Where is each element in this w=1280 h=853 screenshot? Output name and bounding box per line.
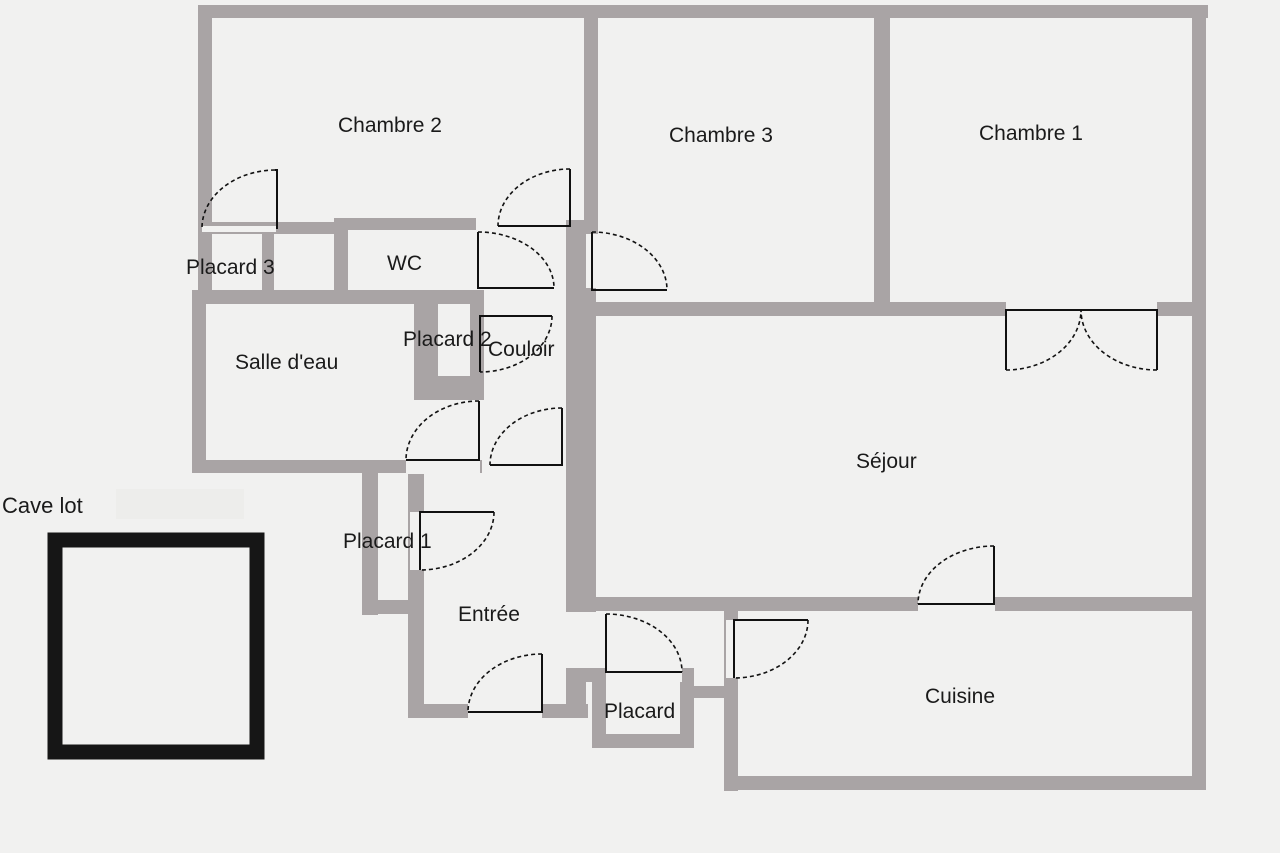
door-placard	[605, 613, 683, 682]
door-chambre-3	[586, 231, 668, 291]
wall-chambre3-chambre1	[874, 5, 890, 310]
room-label-salle-deau: Salle d'eau	[235, 351, 338, 374]
door-chambre-2-placard	[201, 169, 278, 232]
wall-sejour-bottom	[566, 597, 1206, 611]
door-placard-2	[479, 315, 553, 373]
wall-placard-3-right	[334, 218, 348, 300]
wall-placard-1-left	[362, 465, 378, 615]
room-label-chambre-1: Chambre 1	[979, 122, 1083, 145]
cave-label: Cave lot	[2, 493, 83, 518]
wall-placard-3-bottom	[192, 290, 484, 304]
wall-cuisine-bottom	[724, 776, 1206, 790]
wall-bedrooms-sejour	[584, 302, 1006, 316]
door-sejour-cuisine	[917, 545, 995, 613]
cave-box	[47, 532, 265, 760]
wall-wc-top	[334, 218, 476, 230]
wall-chambre2-chambre3	[584, 5, 598, 235]
door-entree	[467, 653, 543, 720]
wall-outer-right	[1192, 5, 1206, 790]
wall-placard-1-bottom	[362, 600, 418, 614]
room-label-sejour: Séjour	[856, 450, 917, 473]
door-sejour-double	[1005, 300, 1158, 371]
room-label-chambre-2: Chambre 2	[338, 114, 442, 137]
wall-outer-top	[198, 5, 1208, 18]
door-chambre-2	[497, 168, 571, 227]
wall-placard-left	[592, 668, 606, 748]
room-labels: Chambre 2 Chambre 3 Chambre 1 Placard 3 …	[186, 114, 1083, 723]
room-label-placard-1: Placard 1	[343, 530, 432, 553]
room-label-entree: Entrée	[458, 603, 520, 626]
room-label-cuisine: Cuisine	[925, 685, 995, 708]
room-label-wc: WC	[387, 252, 422, 275]
door-wc	[476, 231, 555, 289]
wall-bedroom1-bottom-right	[1157, 302, 1206, 316]
wall-entree-left	[408, 465, 424, 718]
doors	[201, 168, 1158, 720]
door-placard-1	[410, 511, 495, 571]
room-label-placard-2: Placard 2	[403, 328, 492, 351]
cave-redacted-number	[116, 489, 244, 519]
room-label-couloir: Couloir	[488, 338, 555, 361]
door-salle-deau	[405, 400, 480, 474]
wall-salle-deau-left	[192, 290, 206, 472]
walls	[192, 5, 1208, 791]
wall-placard-right	[680, 668, 694, 748]
cave: Cave lot	[2, 489, 265, 760]
wall-placard-cuisine-link	[680, 686, 736, 698]
door-cuisine	[726, 619, 809, 679]
room-label-chambre-3: Chambre 3	[669, 124, 773, 147]
door-couloir-entree	[489, 407, 563, 474]
room-label-placard-3: Placard 3	[186, 256, 275, 279]
room-label-placard: Placard	[604, 700, 675, 723]
wall-placard-bottom	[592, 734, 694, 748]
wall-placard-3-divider	[262, 234, 274, 300]
